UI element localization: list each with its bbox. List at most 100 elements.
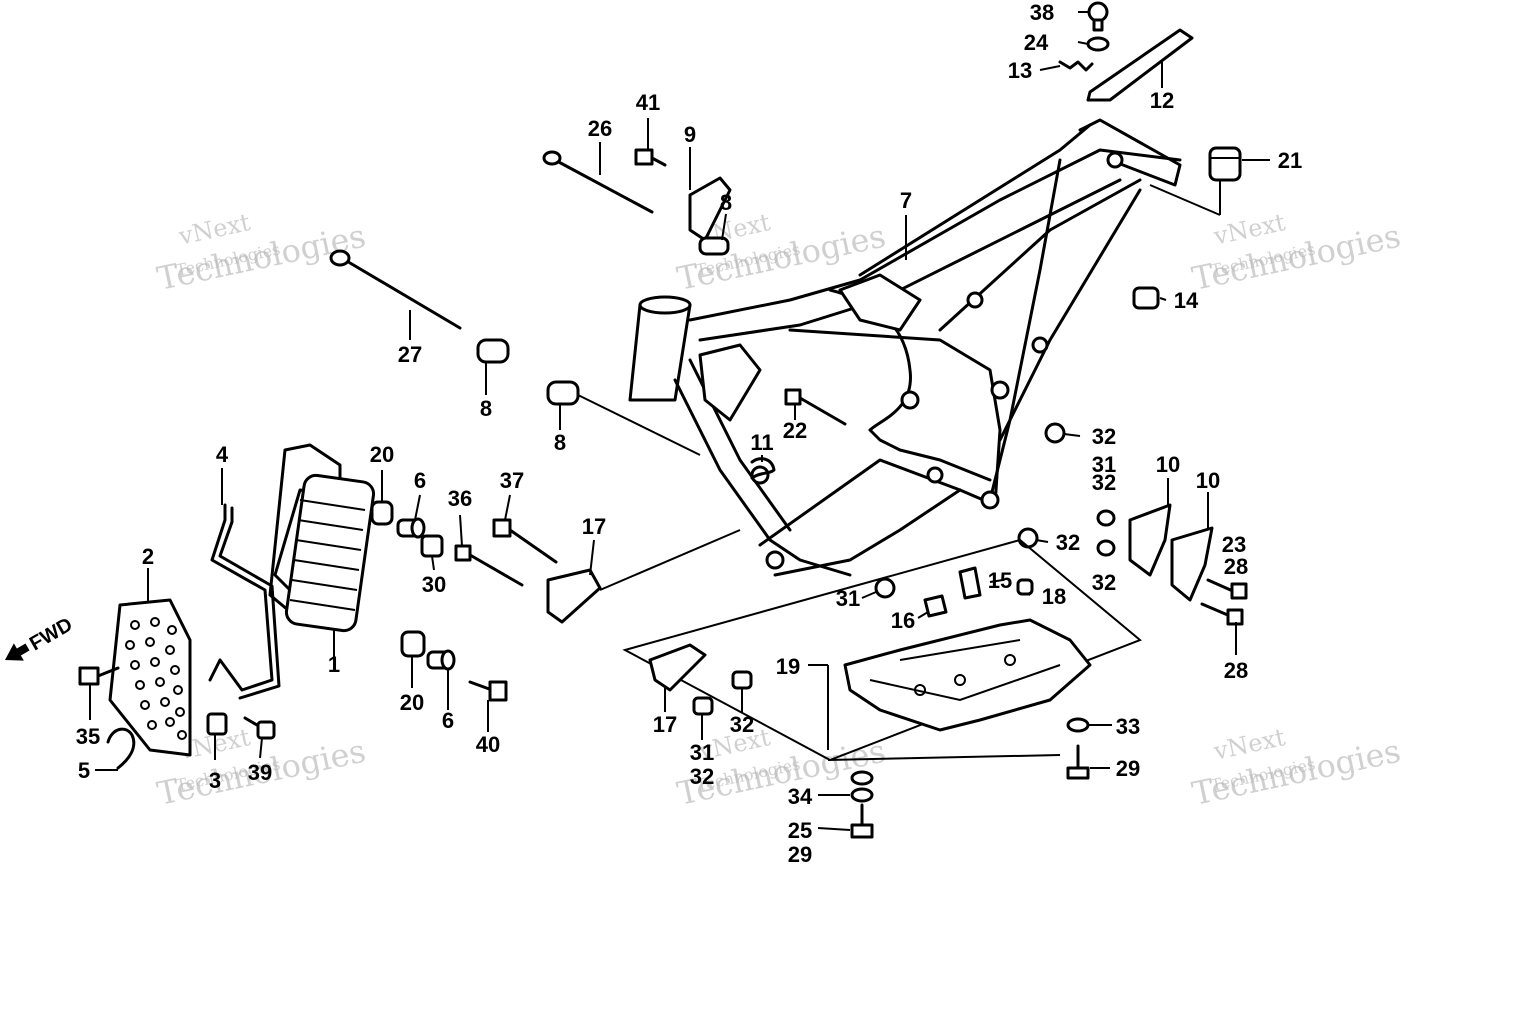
bolt-shaft: [798, 396, 847, 426]
callout-5: 5: [78, 758, 90, 783]
callout-33: 33: [1116, 714, 1140, 739]
bracket-axis: [599, 529, 741, 591]
bracket-17b: [648, 643, 707, 692]
plate-10a: [1128, 503, 1172, 577]
frame-gusset-2: [838, 273, 922, 332]
plate-10b: [1170, 526, 1214, 602]
callout-10-a: 10: [1156, 452, 1180, 477]
callout-39: 39: [248, 760, 272, 785]
bolt-head: [1087, 1, 1109, 23]
callout-26: 26: [588, 116, 612, 141]
leader-lines: [89, 11, 1270, 831]
callout-34: 34: [788, 784, 813, 809]
callout-9: 9: [684, 122, 696, 147]
grommet-body: [1132, 286, 1160, 310]
collar-8b: [476, 338, 510, 364]
callout-15: 15: [988, 568, 1012, 593]
frame-tab-6: [1031, 336, 1049, 354]
callout-14: 14: [1174, 288, 1199, 313]
cooler-fin-2: [297, 519, 364, 531]
grommet-31b: [874, 577, 896, 599]
cooler-fin: [299, 499, 366, 511]
callout-32-f: 32: [690, 764, 714, 789]
bolt-head: [492, 518, 512, 538]
callout-23: 23: [1222, 532, 1246, 557]
grommet-32f: [692, 696, 714, 716]
lower-cradle-2: [773, 488, 962, 577]
cap-body: [1208, 146, 1242, 182]
bolt-shank: [1092, 18, 1104, 32]
grommet-32a: [1044, 422, 1066, 444]
bolt-head: [256, 720, 276, 740]
frame-tab-4: [990, 380, 1010, 400]
callout-10-b: 10: [1196, 468, 1220, 493]
collar-body: [546, 380, 580, 406]
callout-32-e: 32: [730, 712, 754, 737]
clip-11: [750, 457, 776, 480]
cooler-core: [284, 473, 376, 633]
skid-plate-hole-2: [1004, 654, 1016, 666]
swingarm-pivot-loop: [868, 428, 992, 482]
collar-body: [476, 338, 510, 364]
collar-32c: [1096, 539, 1116, 557]
bolt-37: [492, 518, 558, 564]
washer-33: [1066, 717, 1090, 733]
callout-40: 40: [476, 732, 500, 757]
grommet-32b: [1017, 527, 1039, 549]
callout-36: 36: [448, 486, 472, 511]
frame-tab-9: [926, 466, 944, 484]
callout-3: 3: [209, 768, 221, 793]
callout-1: 1: [328, 652, 340, 677]
bolt-22: [784, 388, 847, 426]
callout-4: 4: [216, 442, 229, 467]
seat-rail-2: [858, 123, 1092, 277]
nut-18: [1016, 578, 1034, 596]
bolt-40: [468, 680, 508, 702]
callout-29-bottom: 29: [788, 842, 812, 867]
callout-32-d: 32: [1092, 570, 1116, 595]
bolt-shaft: [553, 158, 654, 214]
bolt-shaft: [343, 258, 462, 330]
bolt-head: [1230, 582, 1248, 600]
collar-8a: [698, 236, 730, 256]
collar-8c: [546, 380, 701, 456]
grille-frame: [108, 598, 192, 757]
callout-8-middle: 8: [480, 396, 492, 421]
frame-tab-7: [966, 291, 984, 309]
bracket-17a: [546, 568, 602, 624]
fwd-indicator: FWD: [5, 614, 76, 661]
collar-body: [698, 236, 730, 256]
callout-32-c: 32: [1056, 530, 1080, 555]
cooler-fin-4: [293, 559, 360, 571]
cap-21: [1208, 146, 1242, 182]
bolt-head: [488, 680, 508, 702]
bolt-head: [634, 148, 654, 166]
backbone-tube: [788, 328, 1002, 507]
skid-plate-hole: [954, 674, 966, 686]
bolt-head: [454, 544, 472, 562]
callout-38: 38: [1030, 0, 1054, 25]
callout-20-lower: 20: [400, 690, 424, 715]
bolt-shaft: [1200, 602, 1232, 618]
frame-tab-5: [900, 390, 920, 410]
seat-rail: [1078, 118, 1182, 187]
callout-27: 27: [398, 342, 422, 367]
bolt-28a: [1206, 578, 1248, 600]
frame-tab-3: [980, 490, 1000, 510]
bolt-shaft: [468, 680, 494, 692]
rear-strut-2: [998, 188, 1142, 442]
callout-41: 41: [636, 90, 660, 115]
callout-21: 21: [1278, 148, 1302, 173]
callout-29-right: 29: [1116, 756, 1140, 781]
bolt-head: [329, 249, 351, 267]
bolt-head: [784, 388, 802, 406]
callout-31-b: 31: [836, 586, 860, 611]
collar-face: [440, 649, 456, 671]
washer-24: [1086, 36, 1110, 52]
oil-cooler-1: [268, 443, 376, 633]
nut-30: [420, 534, 444, 558]
bolt-shaft: [650, 156, 667, 167]
cooler-fin-3: [295, 539, 362, 551]
callout-labels: 38 24 13 12 21 41 26 9 8 7 14 27 8 8 22 …: [76, 0, 1302, 867]
collar-face: [410, 517, 426, 539]
